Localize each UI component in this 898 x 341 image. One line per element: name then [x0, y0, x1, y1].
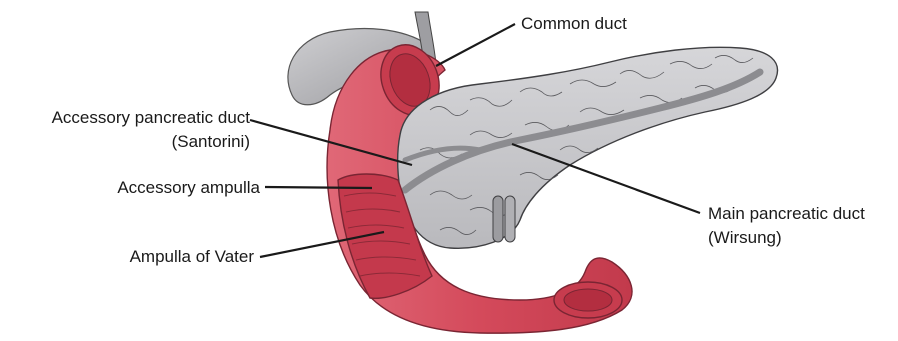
label-ampulla-of-vater: Ampulla of Vater	[2, 246, 254, 268]
label-accessory-ampulla: Accessory ampulla	[2, 177, 260, 199]
label-main-pancreatic-duct: Main pancreatic duct	[708, 203, 865, 225]
duodenum-lower-lumen	[564, 289, 612, 311]
label-santorini: (Santorini)	[2, 131, 250, 153]
label-common-duct: Common duct	[521, 13, 627, 35]
leader-common-duct	[436, 24, 515, 66]
label-accessory-pancreatic-duct: Accessory pancreatic duct	[2, 107, 250, 129]
leader-accessory-ampulla	[265, 187, 372, 188]
label-wirsung: (Wirsung)	[708, 227, 782, 249]
